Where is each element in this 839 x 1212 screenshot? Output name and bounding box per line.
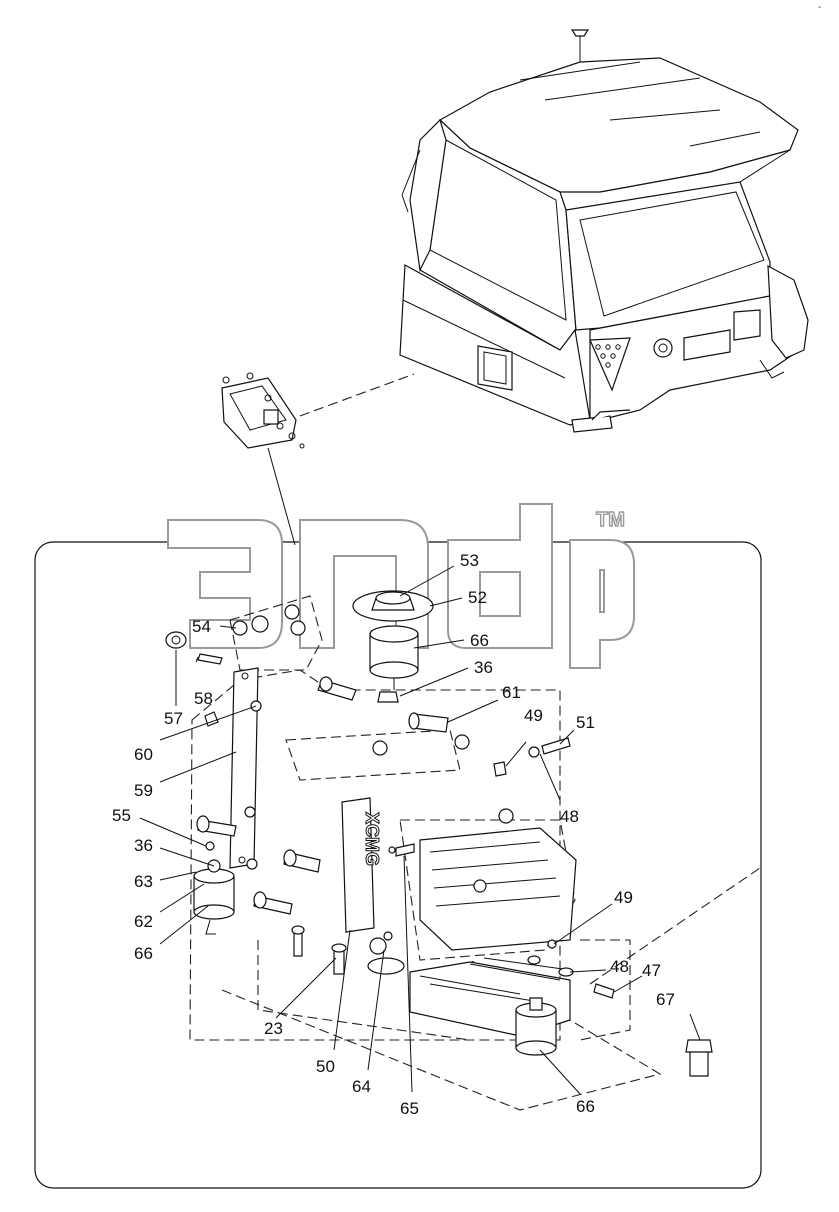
callout-67: 67 [656,990,675,1009]
callout-63: 63 [134,872,153,891]
callout-labels: 53 52 66 54 36 58 57 61 49 51 60 48 59 5… [112,551,675,1118]
callout-49: 49 [524,706,543,725]
callout-54: 54 [192,617,211,636]
callout-36: 36 [474,658,493,677]
assembly-axis-line-2 [589,867,761,985]
callout-58: 58 [194,689,213,708]
callout-64: 64 [352,1077,371,1096]
callout-62: 62 [134,912,153,931]
callout-61: 61 [502,683,521,702]
detail-leader-line [267,447,296,546]
brand-plate-text: XCMG [362,812,382,866]
callout-50: 50 [316,1057,335,1076]
callout-60: 60 [134,745,153,764]
callout-66-lower: 66 [576,1097,595,1116]
valve-group-mini [221,372,305,449]
cab-assembly [399,29,809,433]
callout-57: 57 [164,709,183,728]
callout-48: 48 [560,807,579,826]
callout-48-lower: 48 [610,957,629,976]
callout-59: 59 [134,781,153,800]
callout-55: 55 [112,806,131,825]
callout-65: 65 [400,1099,419,1118]
corner-mark: - [818,2,821,13]
callout-52: 52 [468,588,487,607]
callout-51: 51 [576,713,595,732]
callout-53: 53 [460,551,479,570]
callout-36-lower: 36 [134,836,153,855]
exploded-parts: XCMG [165,590,713,1111]
assembly-axis-line [299,373,415,417]
callout-66-left: 66 [134,944,153,963]
callout-66: 66 [470,631,489,650]
callout-23: 23 [264,1019,283,1038]
callout-49-lower: 49 [614,888,633,907]
callout-47: 47 [642,961,661,980]
trademark-sign: TM [596,509,625,531]
callout-leaders [139,565,701,1095]
